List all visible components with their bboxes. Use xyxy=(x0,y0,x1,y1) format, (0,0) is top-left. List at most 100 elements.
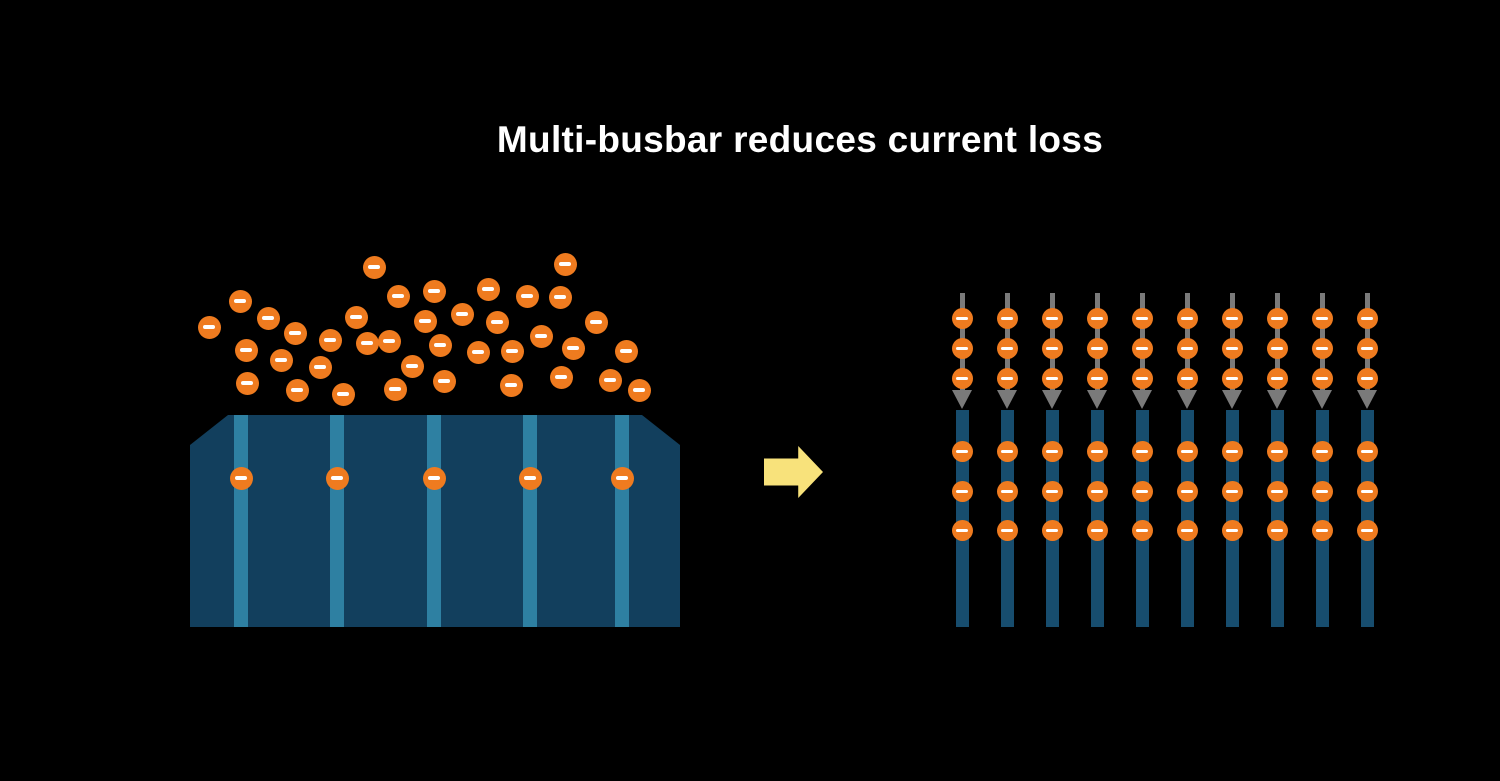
collected-electron xyxy=(1176,440,1198,462)
free-electron xyxy=(308,355,332,379)
cell-busbar xyxy=(234,415,248,627)
flow-arrow-head-icon xyxy=(1312,390,1332,409)
multi-busbar xyxy=(1045,410,1059,627)
incoming-electron xyxy=(1086,307,1108,329)
free-electron xyxy=(400,354,424,378)
free-electron xyxy=(318,328,342,352)
incoming-electron xyxy=(1311,307,1333,329)
free-electron xyxy=(627,378,651,402)
incoming-electron xyxy=(1131,367,1153,389)
incoming-electron xyxy=(951,337,973,359)
free-electron xyxy=(234,338,258,362)
collected-electron xyxy=(1041,440,1063,462)
flow-arrow-head-icon xyxy=(1222,390,1242,409)
collected-electron xyxy=(1266,480,1288,502)
collected-electron xyxy=(996,440,1018,462)
free-electron xyxy=(269,348,293,372)
incoming-electron xyxy=(1086,367,1108,389)
free-electron xyxy=(256,306,280,330)
collected-electron xyxy=(996,480,1018,502)
collected-electron xyxy=(1041,480,1063,502)
free-electron xyxy=(549,365,573,389)
collected-electron xyxy=(1131,519,1153,541)
flow-arrow-head-icon xyxy=(952,390,972,409)
free-electron xyxy=(377,329,401,353)
incoming-electron xyxy=(996,337,1018,359)
free-electron xyxy=(476,277,500,301)
free-electron xyxy=(614,339,638,363)
busbar-electron xyxy=(325,466,349,490)
cell-busbar xyxy=(427,415,441,627)
multi-busbar xyxy=(1180,410,1194,627)
free-electron xyxy=(548,285,572,309)
free-electron xyxy=(413,309,437,333)
free-electron xyxy=(344,305,368,329)
collected-electron xyxy=(1176,519,1198,541)
incoming-electron xyxy=(1041,367,1063,389)
collected-electron xyxy=(951,480,973,502)
incoming-electron xyxy=(951,307,973,329)
free-electron xyxy=(529,324,553,348)
multi-busbar xyxy=(1135,410,1149,627)
free-electron xyxy=(466,340,490,364)
incoming-electron xyxy=(951,367,973,389)
diagram-title: Multi-busbar reduces current loss xyxy=(496,119,1104,160)
collected-electron xyxy=(1266,440,1288,462)
incoming-electron xyxy=(1266,337,1288,359)
incoming-electron xyxy=(1176,307,1198,329)
free-electron xyxy=(584,310,608,334)
collected-electron xyxy=(1086,480,1108,502)
incoming-electron xyxy=(1176,337,1198,359)
cell-busbar xyxy=(523,415,537,627)
collected-electron xyxy=(951,519,973,541)
multi-busbar xyxy=(1270,410,1284,627)
cell-busbar xyxy=(330,415,344,627)
solar-cell-body xyxy=(190,415,680,627)
incoming-electron xyxy=(1086,337,1108,359)
collected-electron xyxy=(1311,480,1333,502)
incoming-electron xyxy=(1356,367,1378,389)
flow-arrow-head-icon xyxy=(1042,390,1062,409)
busbar-electron xyxy=(229,466,253,490)
flow-arrow-head-icon xyxy=(1132,390,1152,409)
collected-electron xyxy=(1221,519,1243,541)
multi-busbar xyxy=(955,410,969,627)
multi-busbar xyxy=(1225,410,1239,627)
busbar-electron xyxy=(610,466,634,490)
incoming-electron xyxy=(1356,307,1378,329)
collected-electron xyxy=(951,440,973,462)
incoming-electron xyxy=(1266,367,1288,389)
incoming-electron xyxy=(1266,307,1288,329)
free-electron xyxy=(515,284,539,308)
incoming-electron xyxy=(1131,337,1153,359)
flow-arrow-head-icon xyxy=(997,390,1017,409)
collected-electron xyxy=(1131,480,1153,502)
free-electron xyxy=(386,284,410,308)
collected-electron xyxy=(1041,519,1063,541)
multi-busbar xyxy=(1315,410,1329,627)
free-electron xyxy=(450,302,474,326)
incoming-electron xyxy=(1311,367,1333,389)
collected-electron xyxy=(1221,480,1243,502)
free-electron xyxy=(355,331,379,355)
free-electron xyxy=(598,368,622,392)
collected-electron xyxy=(1356,440,1378,462)
collected-electron xyxy=(1356,519,1378,541)
free-electron xyxy=(561,336,585,360)
incoming-electron xyxy=(996,367,1018,389)
collected-electron xyxy=(1356,480,1378,502)
incoming-electron xyxy=(1176,367,1198,389)
collected-electron xyxy=(1221,440,1243,462)
free-electron xyxy=(422,279,446,303)
incoming-electron xyxy=(1356,337,1378,359)
free-electron xyxy=(283,321,307,345)
collected-electron xyxy=(1311,440,1333,462)
cell-busbar xyxy=(615,415,629,627)
free-electron xyxy=(362,255,386,279)
collected-electron xyxy=(1266,519,1288,541)
free-electron xyxy=(485,310,509,334)
free-electron xyxy=(432,369,456,393)
free-electron xyxy=(500,339,524,363)
flow-arrow-head-icon xyxy=(1087,390,1107,409)
